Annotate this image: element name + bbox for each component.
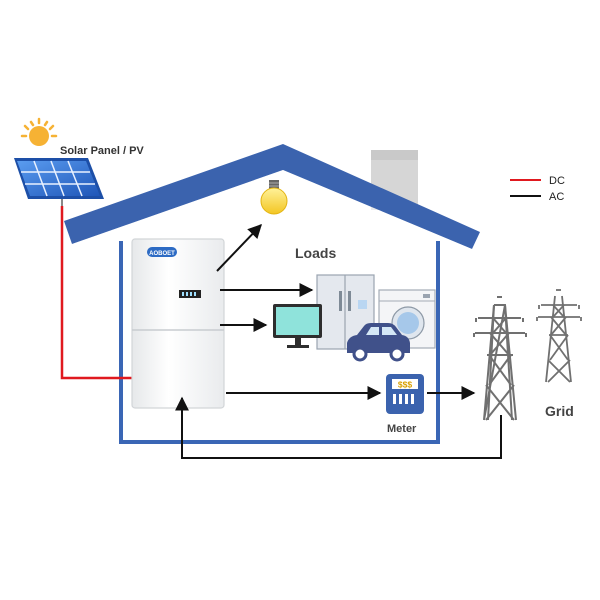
chimney-cap [371, 150, 418, 160]
refrigerator-icon [316, 274, 375, 350]
car-icon [347, 323, 410, 362]
solar-panel-label: Solar Panel / PV [60, 145, 144, 157]
brand-label: AOBOET [149, 251, 175, 257]
legend-dc-label: DC [549, 175, 565, 187]
house-outline [119, 241, 440, 444]
dc-line [60, 206, 150, 387]
legend: DC AC [510, 175, 565, 203]
power-tower-icon [473, 296, 527, 421]
monitor-icon [273, 304, 322, 348]
ac-line-to-bulb [216, 223, 262, 272]
legend-ac-label: AC [549, 191, 564, 203]
meter-label: Meter [387, 423, 417, 435]
ac-line-grid-return [175, 396, 502, 459]
sun-icon [20, 117, 58, 146]
loads-label: Loads [295, 245, 336, 261]
solar-panel-icon [14, 158, 104, 206]
roof [64, 144, 480, 249]
grid-label: Grid [545, 403, 574, 419]
bulb-icon [260, 180, 288, 215]
power-tower-icon [536, 289, 582, 383]
inverter-battery-icon: AOBOET [131, 238, 225, 409]
meter-display: $$$ [398, 380, 412, 390]
meter-icon: $$$ [386, 374, 424, 414]
